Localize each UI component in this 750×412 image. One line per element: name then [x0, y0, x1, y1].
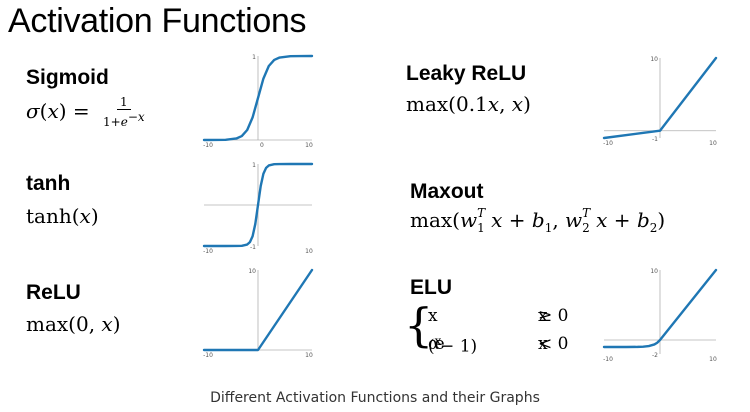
leaky-relu-formula: max(0.1x, x): [406, 92, 531, 116]
figure-caption: Different Activation Functions and their…: [210, 390, 540, 406]
maxout-name: Maxout: [410, 180, 484, 203]
leaky-relu-plot: -10 10 10 -1: [602, 56, 718, 147]
page-title: Activation Functions: [8, 2, 307, 40]
tanh-tick-y-bottom: -1: [250, 244, 256, 251]
leaky-tick-y-bottom: -1: [652, 136, 658, 143]
tanh-tick-y-top: 1: [252, 162, 256, 169]
relu-name: ReLU: [26, 281, 81, 304]
elu-plot: -10 10 10 -2: [602, 268, 718, 363]
leaky-relu-name: Leaky ReLU: [406, 62, 527, 85]
tanh-tick-x-left: -10: [203, 248, 213, 255]
tanh-tick-x-right: 10: [305, 248, 313, 255]
sigmoid-tick-x-left: -10: [203, 142, 213, 149]
sigmoid-tick-origin: 0: [260, 142, 264, 149]
sigmoid-series-line-0: [202, 54, 314, 142]
elu-tick-x-right: 10: [709, 356, 717, 363]
relu-plot: -10 10 10: [202, 268, 314, 359]
relu-tick-x-left: -10: [203, 352, 213, 359]
leaky-tick-x-left: -10: [603, 140, 613, 147]
relu-tick-y-top: 10: [248, 268, 256, 275]
leaky-series-line-0: [602, 56, 718, 140]
sigmoid-tick-x-right: 10: [305, 142, 313, 149]
tanh-plot: -10 10 1 -1: [202, 162, 314, 255]
relu-formula: max(0, x): [26, 312, 121, 336]
leaky-tick-y-top: 10: [650, 56, 658, 63]
elu-name: ELU: [410, 276, 452, 299]
elu-tick-x-left: -10: [603, 356, 613, 363]
tanh-name: tanh: [26, 172, 71, 195]
tanh-series-line-0: [202, 162, 314, 248]
elu-tick-y-bottom: -2: [652, 352, 658, 359]
relu-tick-x-right: 10: [305, 352, 313, 359]
relu-series-line-0: [202, 268, 314, 352]
elu-tick-y-top: 10: [650, 268, 658, 275]
elu-series-line-0: [602, 268, 718, 349]
leaky-tick-x-right: 10: [709, 140, 717, 147]
sigmoid-tick-y-top: 1: [252, 54, 256, 61]
sigmoid-name: Sigmoid: [26, 66, 109, 89]
tanh-formula: tanh(x): [26, 204, 99, 228]
